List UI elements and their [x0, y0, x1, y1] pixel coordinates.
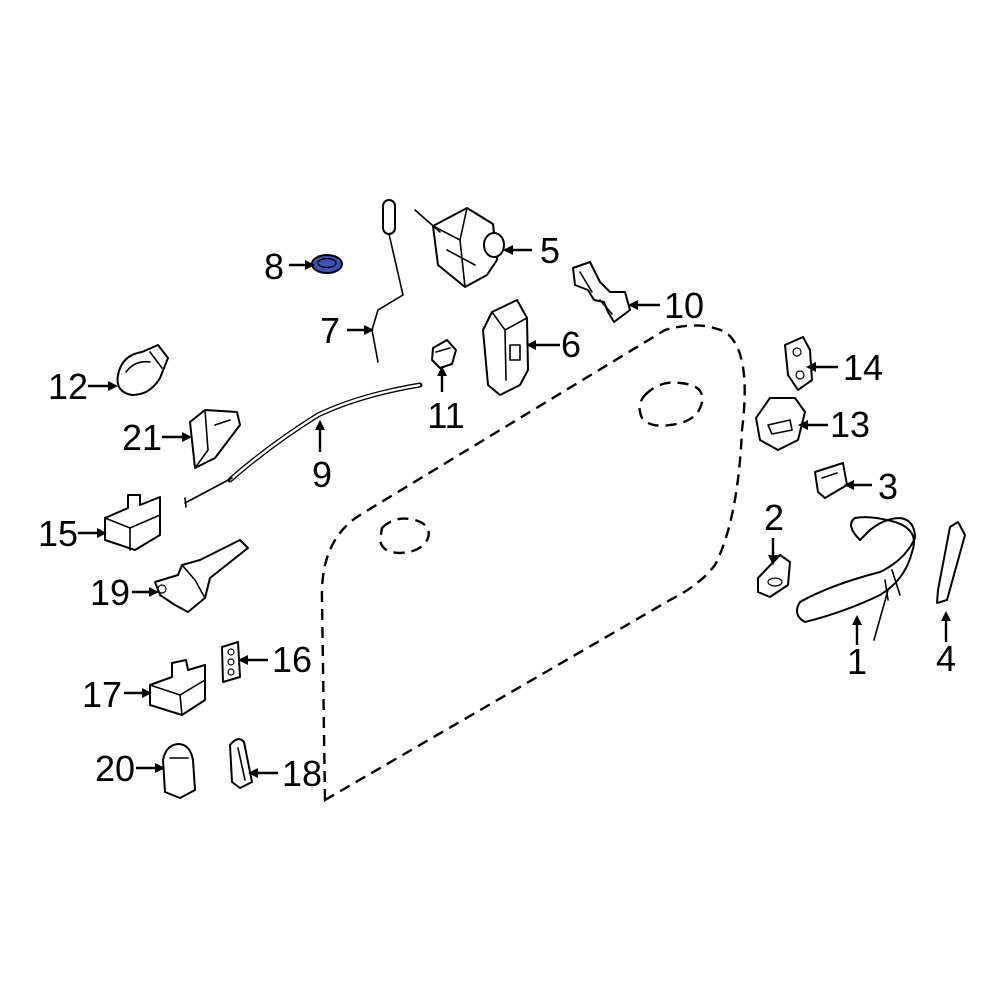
part-18-seal[interactable]	[229, 738, 253, 789]
callout-18: 18	[282, 753, 322, 794]
callout-2: 2	[764, 497, 784, 538]
part-20-housing[interactable]	[162, 743, 196, 799]
callout-9: 9	[312, 454, 332, 495]
part-3-cap[interactable]	[814, 462, 848, 499]
callout-5: 5	[540, 230, 560, 271]
callout-6: 6	[561, 324, 581, 365]
callout-14: 14	[843, 347, 883, 388]
part-9-cable[interactable]	[184, 382, 423, 508]
part-4-strip[interactable]	[936, 521, 966, 604]
callout-7: 7	[320, 310, 340, 351]
part-2-cover[interactable]	[757, 554, 791, 598]
callout-13: 13	[830, 404, 870, 445]
callout-15: 15	[38, 513, 78, 554]
part-17-block[interactable]	[149, 659, 206, 716]
part-13-striker[interactable]	[755, 397, 806, 451]
part-16-plate[interactable]	[221, 641, 241, 683]
part-11-clip[interactable]	[431, 339, 457, 369]
door-outline	[320, 324, 746, 803]
callout-1: 1	[847, 641, 867, 682]
callout-19: 19	[90, 572, 130, 613]
callout-3: 3	[878, 466, 898, 507]
part-12-actuator[interactable]	[116, 344, 169, 396]
callout-10: 10	[664, 285, 704, 326]
callout-12: 12	[48, 366, 88, 407]
callout-21: 21	[122, 417, 162, 458]
part-14-plate[interactable]	[784, 336, 813, 391]
part-8-grommet[interactable]	[311, 254, 343, 274]
part-21-bracket[interactable]	[189, 409, 241, 469]
callout-8: 8	[264, 246, 284, 287]
part-7-rod[interactable]	[371, 199, 404, 363]
leader-lines	[78, 245, 951, 778]
callout-4: 4	[936, 638, 956, 679]
callout-20: 20	[95, 748, 135, 789]
part-15-block[interactable]	[104, 494, 161, 551]
part-1-handle[interactable]	[795, 516, 916, 641]
part-5-lock-cylinder[interactable]	[414, 207, 505, 288]
callout-17: 17	[82, 674, 122, 715]
part-19-check-strap[interactable]	[154, 539, 249, 613]
callout-11: 11	[427, 395, 464, 436]
callout-labels: 1 2 3 4 5 6 7 8 9 10 11 12 13 14 15 16 1…	[38, 230, 956, 794]
part-10-bracket[interactable]	[572, 261, 631, 323]
callout-16: 16	[272, 639, 312, 680]
part-6-latch[interactable]	[482, 299, 529, 396]
